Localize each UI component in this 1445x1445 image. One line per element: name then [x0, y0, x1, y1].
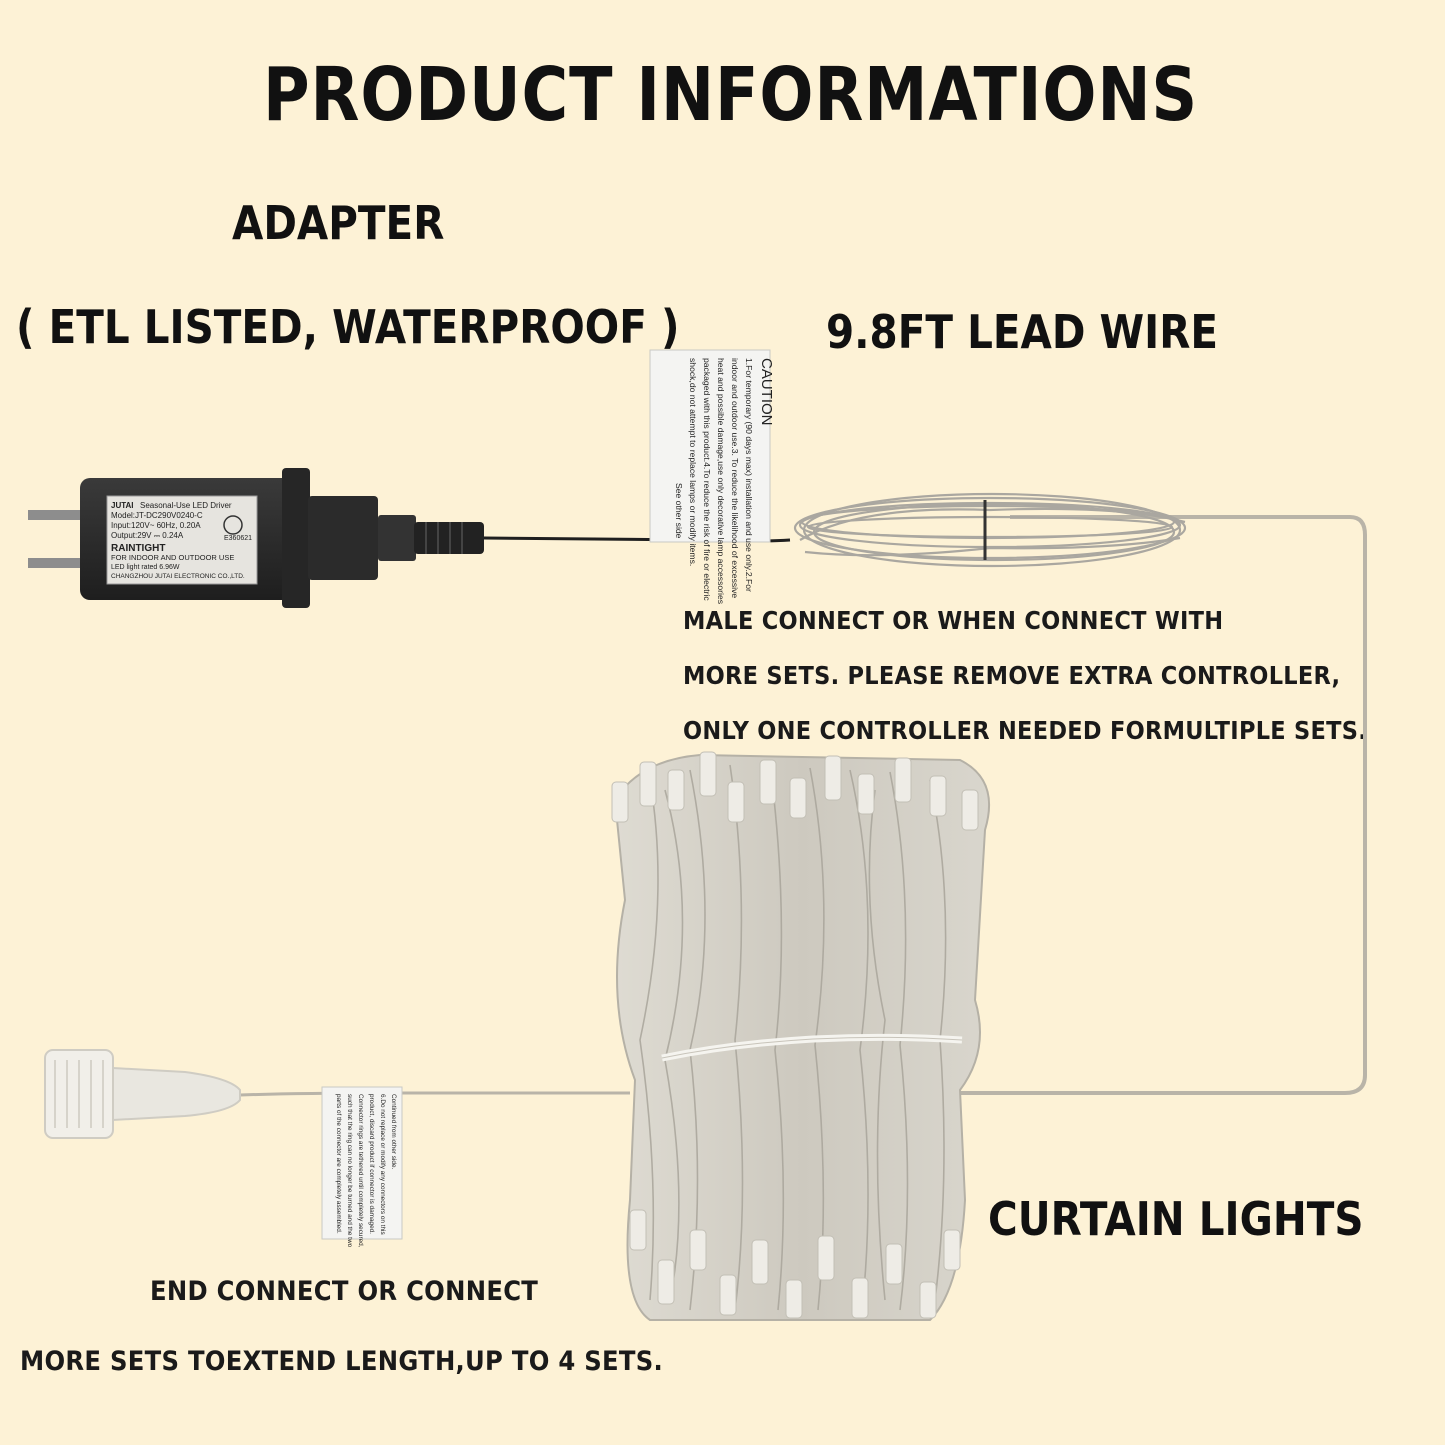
- caution-heading: CAUTION: [758, 358, 775, 426]
- adapter-plate-use: FOR INDOOR AND OUTDOOR USE: [111, 553, 234, 562]
- end-tag-line-2: 6.Do not replace or modify any connector…: [379, 1094, 386, 1235]
- caution-line-2: indoor and outdoor use.3. To reduce the …: [730, 358, 740, 598]
- adapter-plug-prongs: [28, 510, 86, 568]
- caution-line-6: See other side: [674, 483, 684, 539]
- adapter-plate-input: Input:120V~ 60Hz, 0.20A: [111, 521, 201, 530]
- adapter-plate-maker: CHANGZHOU JUTAI ELECTRONIC CO.,LTD.: [111, 573, 245, 580]
- adapter-plate-brand: JUTAI: [111, 501, 134, 510]
- curtain-lights-label: CURTAIN LIGHTS: [988, 1192, 1364, 1246]
- male-connect-note-line-1: MALE CONNECT OR WHEN CONNECT WITH: [683, 606, 1224, 635]
- adapter-plate-cert: E360621: [224, 535, 252, 542]
- end-tag-line-5: such that the ring can no longer be turn…: [346, 1094, 353, 1248]
- male-connect-note-line-2: MORE SETS. PLEASE REMOVE EXTRA CONTROLLE…: [683, 661, 1341, 690]
- adapter-plate-output: Output:29V ⎓ 0.24A: [111, 531, 184, 540]
- adapter-plate-rated: LED light rated 6.96W: [111, 564, 180, 571]
- end-connect-note-line-2: MORE SETS TOEXTEND LENGTH,UP TO 4 SETS.: [20, 1346, 664, 1377]
- adapter-plate-raintight: RAINTIGHT: [111, 543, 165, 554]
- lead-wire-coil: [793, 492, 1187, 568]
- male-connect-note-line-3: ONLY ONE CONTROLLER NEEDED FORMULTIPLE S…: [683, 716, 1368, 745]
- end-tag: Continued from other side. 6.Do not repl…: [321, 1086, 403, 1248]
- adapter-subheading: ( ETL LISTED, WATERPROOF ): [16, 300, 680, 354]
- adapter-heading: ADAPTER: [232, 196, 445, 250]
- caution-line-5: shock,do not attempt to replace lamps or…: [688, 358, 698, 566]
- curtain-lights-bundle: [611, 751, 991, 1321]
- end-wire: [239, 1091, 630, 1097]
- adapter-plate-type: Seasonal-Use LED Driver: [140, 501, 232, 510]
- caution-tag: CAUTION 1.For temporary (90 days max) in…: [649, 349, 775, 604]
- end-tag-line-3: product, discard product if connector is…: [368, 1094, 375, 1234]
- end-connector: [44, 1049, 241, 1139]
- end-tag-line-1: Continued from other side.: [390, 1094, 397, 1170]
- end-connect-note-line-1: END CONNECT OR CONNECT: [150, 1276, 539, 1307]
- page-title: PRODUCT INFORMATIONS: [262, 52, 1199, 138]
- lead-wire-label: 9.8FT LEAD WIRE: [826, 305, 1219, 359]
- ul-mark-icon: [223, 515, 243, 535]
- caution-line-4: packaged with this product.4.To reduce t…: [702, 358, 712, 601]
- caution-line-3: heat and possible damage,use only decora…: [716, 358, 726, 604]
- end-tag-line-6: parts of the connector are completely as…: [335, 1094, 342, 1234]
- end-tag-line-4: Connector rings are tethered until compl…: [357, 1094, 364, 1248]
- caution-line-1: 1.For temporary (90 days max) installati…: [744, 358, 754, 592]
- adapter: [80, 468, 484, 608]
- return-wire: [930, 515, 1367, 1095]
- adapter-plate-model: Model:JT-DC290V0240-C: [111, 511, 203, 520]
